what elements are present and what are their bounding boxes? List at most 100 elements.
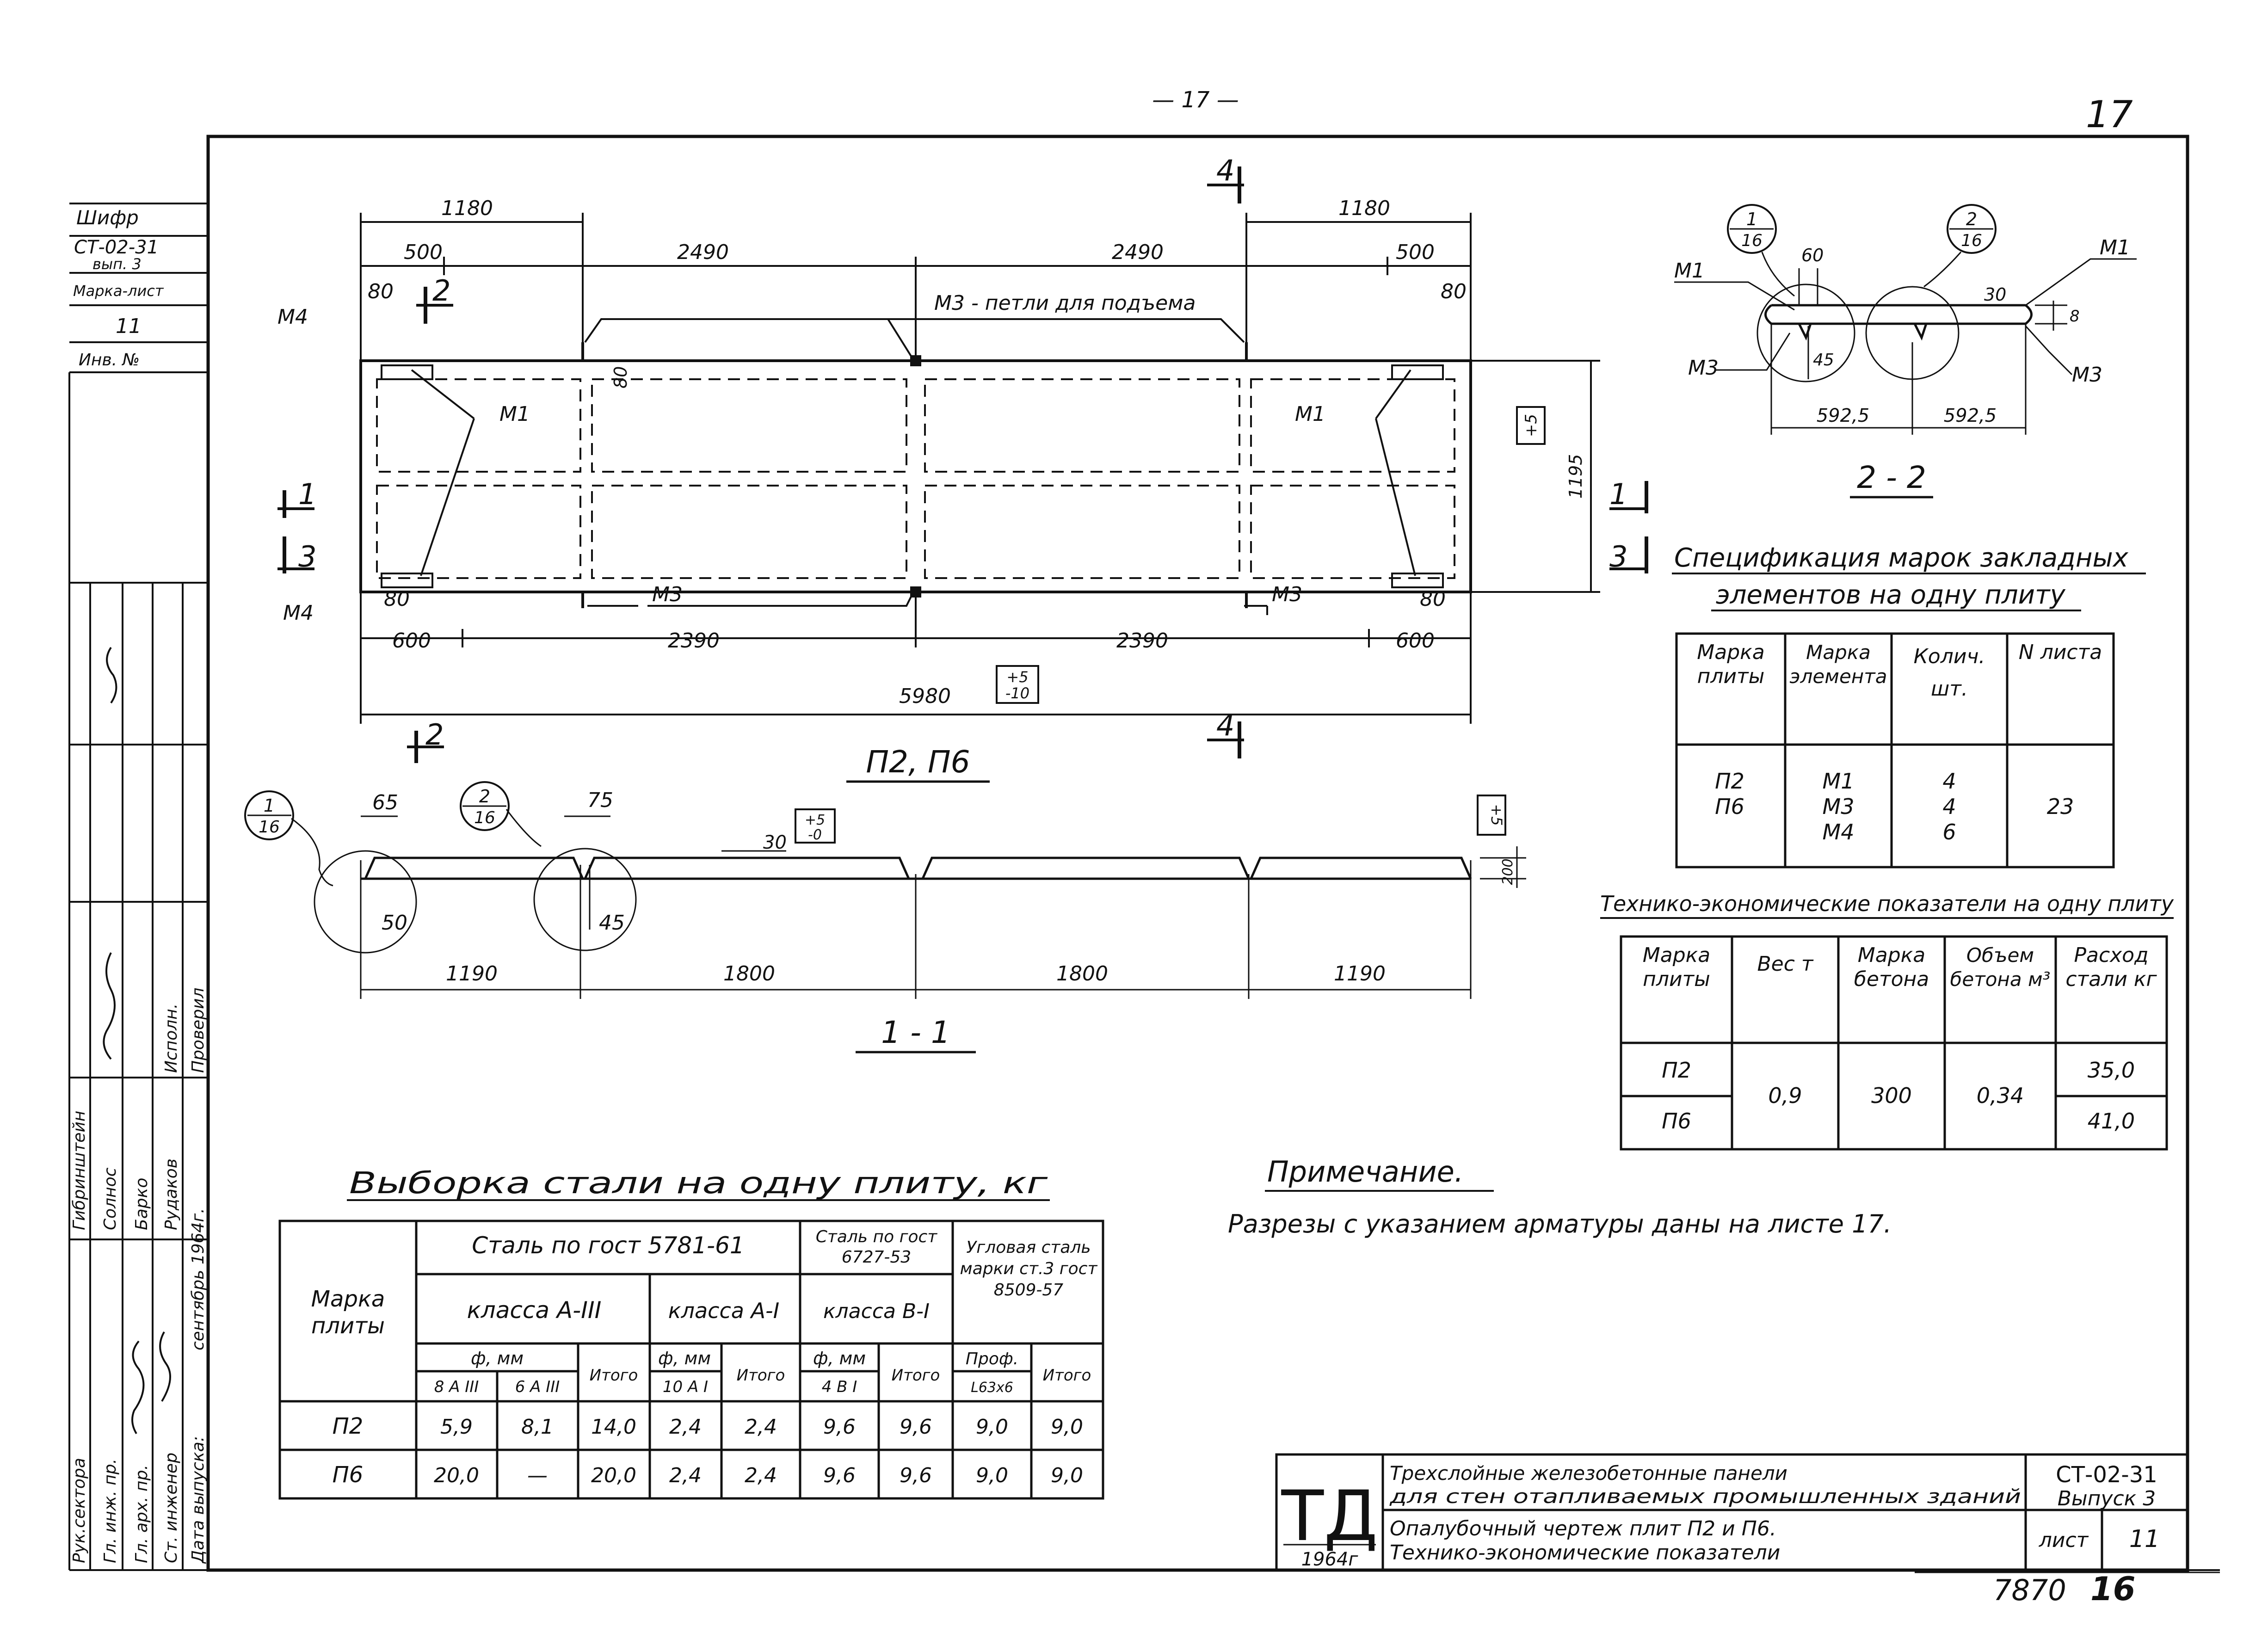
- steel-group-1: Сталь по гост 6727-53: [815, 1227, 937, 1267]
- s22-dim-30: 30: [1984, 284, 2006, 305]
- s11-dim-right: 200: [1500, 858, 1516, 885]
- plan-cut-1-right: 1: [1609, 477, 1627, 511]
- s22-callout2-num: 2: [1966, 209, 1977, 229]
- s22-dim-45: 45: [1813, 351, 1834, 370]
- steel-sub-4: Итого: [737, 1366, 785, 1385]
- s11-dim-65: 65: [372, 791, 398, 814]
- plan-cut-2-top: 2: [432, 274, 450, 308]
- steel-r1-c5: 9,6: [823, 1464, 856, 1487]
- plan-dim-top-1: 1180: [1338, 197, 1390, 220]
- title-year: 1964г: [1301, 1549, 1359, 1570]
- bottom-mark-suffix: 16: [2090, 1570, 2135, 1608]
- cipher-label: Шифр: [76, 206, 139, 229]
- cipher-value: СТ-02-31: [74, 237, 159, 258]
- plan-height-dim: 1195: [1565, 454, 1586, 499]
- plan-tolerance-plus: +5: [1006, 668, 1028, 686]
- steel-sub-3: 10 А I: [663, 1378, 708, 1396]
- plan-cut-4-bottom: 4: [1216, 709, 1234, 742]
- issue-label: вып. 3: [92, 255, 142, 273]
- stamp-name-0: Гибринштейн: [70, 1111, 89, 1230]
- tech-header-weight: Вес т: [1757, 952, 1813, 976]
- stamp-name-3: Рудаков: [162, 1158, 181, 1230]
- steel-sub-6: Итого: [892, 1366, 940, 1385]
- steel-r0-c7: 9,0: [976, 1415, 1008, 1439]
- plan-dim-bottom-2: 600: [392, 629, 431, 653]
- plan-dim-bottom-1: 80: [1420, 587, 1446, 611]
- title-line-1: Трехслойные железобетонные панели: [1390, 1462, 1787, 1485]
- title-line-2: для стен отапливаемых промышленных здани…: [1389, 1485, 2021, 1508]
- spec-element-2: М4: [1823, 820, 1855, 844]
- s22-label-m1-left: М1: [1674, 259, 1705, 283]
- spec-header-plate: Марка плиты: [1697, 641, 1765, 688]
- section-1-1-labels: 1 16 2 16 65 75 30 +5 -0 50 45 1190 1800…: [259, 786, 1516, 1050]
- stamp-role-0: Рук.сектора: [70, 1458, 89, 1563]
- plan-dim-top-3: 2490: [677, 240, 729, 264]
- steel-diam-1: ф, мм: [658, 1348, 711, 1368]
- plan-label-m4-bottom: М4: [283, 601, 314, 625]
- bottom-mark-number: 7870: [1993, 1573, 2066, 1607]
- spec-count-1: 4: [1942, 794, 1956, 819]
- spec-header-sheet: N листа: [2018, 641, 2102, 664]
- spec-count-0: 4: [1942, 769, 1956, 794]
- stamp-extra-0: Проверил: [189, 987, 208, 1073]
- s11-dim-b0: 1190: [446, 962, 498, 986]
- steel-title: Выборка стали на одну плиту, кг: [349, 1166, 1048, 1201]
- s22-dim-b1: 592,5: [1944, 405, 1997, 426]
- steel-prof: Проф.: [966, 1349, 1018, 1368]
- steel-group-2: Угловая сталь марки ст.3 гост 8509-57: [960, 1238, 1097, 1300]
- plan-label-m4-top: М4: [277, 305, 308, 329]
- stamp-role-2: Гл. арх. пр.: [132, 1465, 151, 1563]
- plan-cut-2-bottom: 2: [425, 718, 444, 752]
- plan-dim-top-2: 500: [404, 240, 443, 264]
- steel-r1-c4: 2,4: [745, 1464, 777, 1487]
- steel-r1-c0: 20,0: [434, 1464, 479, 1487]
- s22-label-m3-right: М3: [2072, 363, 2102, 387]
- s11-dim-b3: 1190: [1334, 962, 1386, 986]
- s11-tol-right: +5: [1488, 804, 1505, 826]
- steel-sub-8: Итого: [1043, 1366, 1091, 1385]
- steel-group-0: Сталь по гост 5781-61: [472, 1232, 744, 1259]
- steel-r0-c3: 2,4: [669, 1415, 702, 1439]
- spec-plate-0: П2: [1715, 769, 1744, 794]
- steel-r0-c8: 9,0: [1051, 1415, 1083, 1439]
- steel-r1-c6: 9,6: [900, 1464, 932, 1487]
- plan-dim-top-0: 1180: [441, 197, 493, 220]
- tech-header-grade: Марка бетона: [1854, 943, 1929, 991]
- tech-title: Технико-экономические показатели на одну…: [1600, 891, 2174, 916]
- tech-weight: 0,9: [1768, 1083, 1802, 1108]
- steel-r1-c1: —: [527, 1464, 548, 1487]
- plan-tolerance-minus: -10: [1005, 684, 1029, 702]
- steel-sub-5: 4 В I: [822, 1378, 857, 1396]
- steel-class-2: класса В-I: [823, 1300, 930, 1323]
- s22-callout1-den: 16: [1741, 231, 1763, 250]
- tech-row-0-plate: П2: [1662, 1058, 1691, 1083]
- title-code: СТ-02-31: [2056, 1462, 2157, 1488]
- spec-sheet-no: 23: [2047, 794, 2074, 819]
- title-block-text: ТД 1964г Трехслойные железобетонные пане…: [1281, 1462, 2160, 1570]
- steel-r0-c6: 9,6: [900, 1415, 932, 1439]
- title-block: [1275, 1453, 2189, 1571]
- plan-m3-caption: М3 - петли для подъема: [934, 291, 1196, 315]
- top-page-mark: — 17 —: [1152, 87, 1239, 113]
- s11-dim-b1: 1800: [723, 962, 775, 986]
- section-2-2: [1674, 204, 2137, 499]
- tech-header-volume: Объем бетона м³: [1950, 944, 2051, 991]
- sheet-mark-value: 11: [116, 314, 142, 338]
- plan-tolerance-height: +5: [1522, 414, 1541, 437]
- plan-dim-80: 80: [610, 366, 631, 388]
- note-title: Примечание.: [1267, 1155, 1464, 1189]
- steel-r0-c2: 14,0: [591, 1415, 636, 1439]
- s22-callout2-den: 16: [1961, 231, 1982, 250]
- s11-dim-b2: 1800: [1056, 962, 1108, 986]
- plan-dim-top-7: 80: [1441, 280, 1467, 303]
- s11-tol-top-plus: +5: [805, 812, 825, 828]
- signatures: [103, 647, 171, 1435]
- stamp-name-1: Солнос: [101, 1167, 120, 1230]
- plan-dim-bottom-3: 2390: [668, 629, 720, 653]
- tech-table: [1600, 917, 2174, 1151]
- spec-title-1: Спецификация марок закладных: [1674, 543, 2129, 573]
- s11-dim-75: 75: [587, 789, 613, 812]
- spec-element-1: М3: [1823, 794, 1855, 819]
- s22-dim-60: 60: [1801, 245, 1824, 265]
- steel-class-1: класса А-I: [668, 1298, 779, 1323]
